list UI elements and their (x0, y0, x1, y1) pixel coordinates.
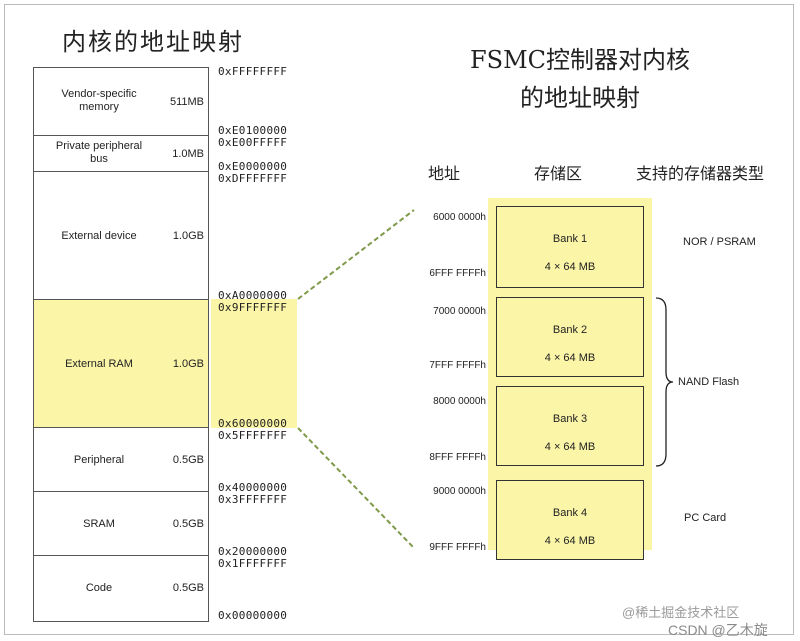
address-label: 0xE00FFFFF (218, 136, 288, 149)
address-label: 0x5FFFFFFF (218, 429, 288, 442)
bank-size: 4 × 64 MB (544, 261, 596, 273)
address-label: 0x20000000 (218, 545, 288, 558)
region-size: 0.5GB (172, 518, 204, 530)
bank-name: Bank 2 (552, 324, 588, 336)
region-name: External RAM (65, 358, 133, 370)
address-label: 0x9FFFFFFF (218, 301, 288, 314)
region-private-peripheral-bus: Private peripheral bus 1.0MB (33, 135, 209, 172)
region-name: SRAM (83, 518, 115, 530)
bank-start-address: 8000 0000h (433, 396, 486, 407)
region-external-ram: External RAM 1.0GB (33, 299, 209, 428)
bank-start-address: 7000 0000h (433, 306, 486, 317)
bank-3: Bank 3 4 × 64 MB (496, 386, 644, 466)
bank-name: Bank 4 (552, 507, 588, 519)
bank-size: 4 × 64 MB (544, 441, 596, 453)
dashed-connector-bottom (297, 427, 415, 549)
region-size: 1.0MB (172, 148, 204, 160)
bank-size: 4 × 64 MB (544, 352, 596, 364)
column-header-bank: 存储区 (534, 164, 583, 183)
bank-name: Bank 3 (552, 413, 588, 425)
address-label: 0xE0100000 (218, 124, 288, 137)
bank-size: 4 × 64 MB (544, 535, 596, 547)
right-title-line1: FSMC控制器对内核 (469, 46, 691, 74)
address-label: 0xA0000000 (218, 289, 288, 302)
region-size: 511MB (169, 96, 204, 108)
memory-type-nor-psram: NOR / PSRAM (683, 236, 756, 248)
memory-type-nand-flash: NAND Flash (678, 376, 740, 388)
region-name-line1: Vendor-specific (61, 88, 137, 100)
region-sram: SRAM 0.5GB (33, 491, 209, 556)
cortex-memory-map: Vendor-specific memory 511MB Private per… (33, 67, 211, 622)
region-name-line1: Private peripheral (55, 140, 143, 152)
external-ram-highlight-strip (211, 299, 297, 428)
region-external-device: External device 1.0GB (33, 171, 209, 300)
bank-2: Bank 2 4 × 64 MB (496, 297, 644, 377)
region-size: 1.0GB (172, 358, 204, 370)
bank-end-address: 6FFF FFFFh (429, 268, 486, 279)
region-code: Code 0.5GB (33, 555, 209, 622)
address-label: 0xE0000000 (218, 160, 288, 173)
address-label: 0xDFFFFFFF (218, 172, 288, 185)
column-header-memory-type: 支持的存储器类型 (636, 164, 765, 183)
region-size: 0.5GB (172, 582, 204, 594)
address-label: 0x3FFFFFFF (218, 493, 288, 506)
region-name-line2: memory (79, 101, 119, 113)
bank-end-address: 7FFF FFFFh (429, 360, 486, 371)
address-label: 0x60000000 (218, 417, 288, 430)
watermark-line1: @稀土掘金技术社区 (622, 605, 740, 620)
region-name: External device (61, 230, 137, 242)
region-name: Private peripheral bus (34, 140, 164, 166)
left-title: 内核的地址映射 (62, 28, 244, 56)
region-size: 0.5GB (172, 454, 204, 466)
region-vendor-specific: Vendor-specific memory 511MB (33, 67, 209, 136)
bank-name: Bank 1 (552, 233, 588, 245)
address-label: 0x40000000 (218, 481, 288, 494)
memory-type-pc-card: PC Card (684, 512, 727, 524)
bank-start-address: 6000 0000h (433, 212, 486, 223)
bank-end-address: 8FFF FFFFh (429, 452, 486, 463)
bank-end-address: 9FFF FFFFh (429, 542, 486, 553)
region-name: Peripheral (73, 454, 125, 466)
region-size: 1.0GB (172, 230, 204, 242)
address-label: 0x1FFFFFFF (218, 557, 288, 570)
bank-4: Bank 4 4 × 64 MB (496, 480, 644, 560)
region-name: Vendor-specific memory (34, 88, 164, 114)
region-peripheral: Peripheral 0.5GB (33, 427, 209, 492)
diagram-frame (4, 4, 794, 635)
bank-1: Bank 1 4 × 64 MB (496, 206, 644, 288)
nand-flash-brace (655, 297, 674, 467)
region-name-line2: bus (90, 153, 108, 165)
watermark-line2: CSDN @乙木旋 (668, 622, 768, 638)
bank-start-address: 9000 0000h (433, 486, 486, 497)
region-name: Code (85, 582, 113, 594)
column-header-address: 地址 (428, 164, 461, 183)
address-label: 0xFFFFFFFF (218, 65, 288, 78)
dashed-connector-top (297, 209, 415, 300)
address-label: 0x00000000 (218, 609, 288, 622)
right-title-line2: 的地址映射 (520, 84, 640, 112)
